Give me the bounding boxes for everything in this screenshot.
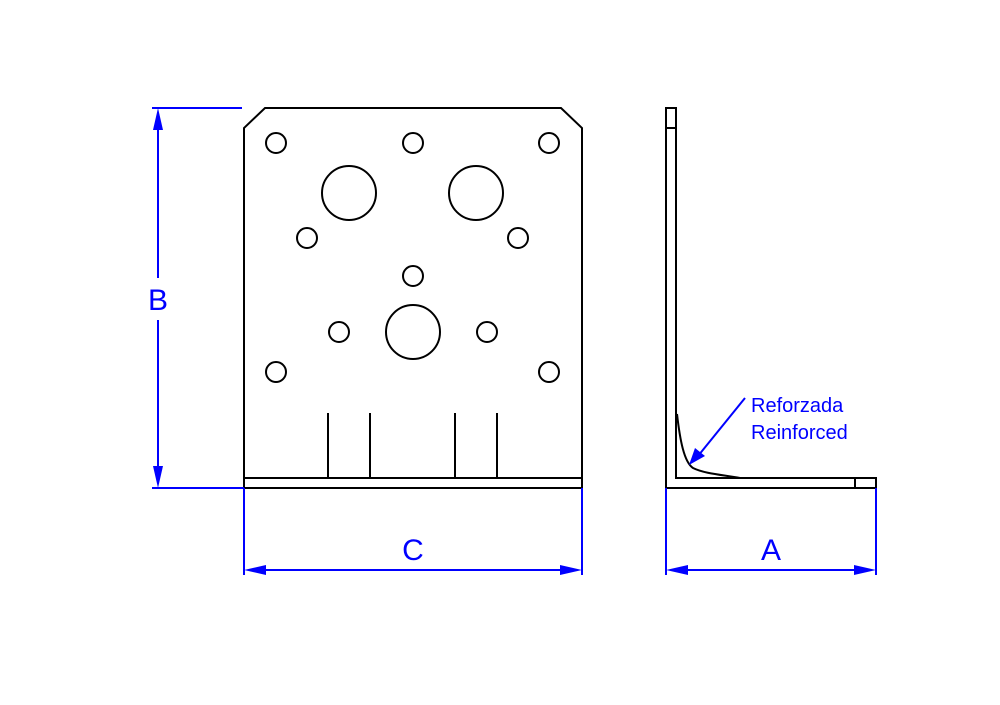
hole-small: [402, 265, 424, 287]
dimension-c: C: [243, 488, 583, 575]
front-view: [243, 107, 583, 489]
annotation-leader-line: [697, 397, 746, 457]
hole-small: [328, 321, 350, 343]
hole-small: [538, 132, 560, 154]
arrowhead-right: [560, 565, 582, 575]
hole-small: [265, 132, 287, 154]
hole-small: [538, 361, 560, 383]
hole-large: [321, 165, 377, 221]
arrowhead-left: [244, 565, 266, 575]
hole-small: [296, 227, 318, 249]
dimension-b: B: [148, 107, 244, 489]
hole-large: [448, 165, 504, 221]
dimension-a: A: [665, 488, 877, 575]
arrowhead-up: [153, 108, 163, 130]
arrowhead-right: [854, 565, 876, 575]
hole-large: [385, 304, 441, 360]
arrowhead-left: [666, 565, 688, 575]
reinforcement-ribs: [327, 413, 498, 478]
large-holes: [321, 165, 504, 360]
annotation-line1: Reforzada: [751, 395, 844, 417]
arrowhead-down: [153, 466, 163, 488]
hole-small: [265, 361, 287, 383]
dimension-label-a: A: [761, 534, 781, 567]
front-plate-outline: [243, 107, 583, 479]
dimension-label-b: B: [148, 284, 168, 317]
reinforcement-gusset: [676, 413, 741, 479]
front-base-flange: [243, 477, 583, 489]
hole-small: [402, 132, 424, 154]
side-view: Reforzada Reinforced: [665, 107, 877, 489]
hole-small: [476, 321, 498, 343]
hole-small: [507, 227, 529, 249]
annotation-line2: Reinforced: [751, 422, 848, 444]
annotation-arrowhead: [689, 448, 705, 465]
small-holes: [265, 132, 560, 383]
dimension-label-c: C: [402, 534, 424, 567]
